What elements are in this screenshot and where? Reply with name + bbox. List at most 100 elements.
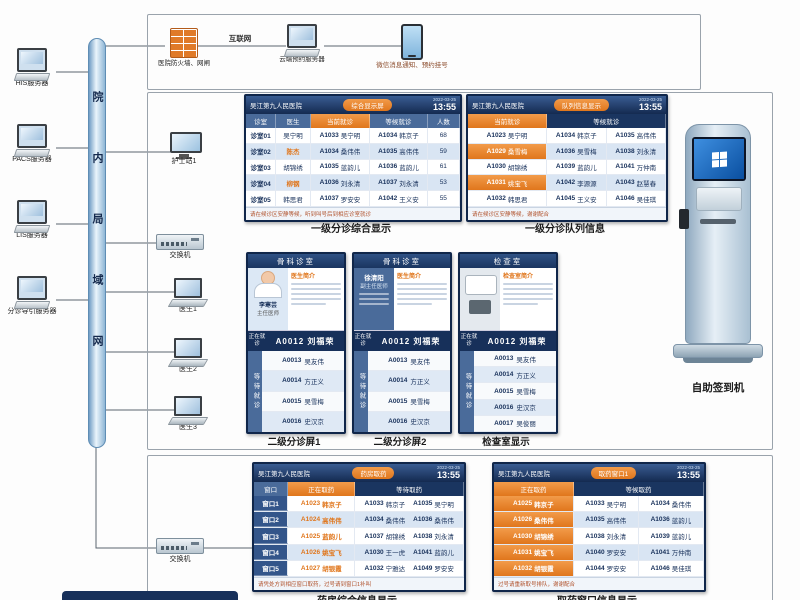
desktop-computer-icon (13, 200, 51, 233)
hospital-firewall: 医院防火墙、网闸 (150, 28, 218, 68)
room-title: 检查室 (460, 254, 556, 268)
pharmacy-zone-frame (147, 455, 773, 600)
cutoff-screen-header (62, 591, 238, 600)
cloud-booking-server: 云端预约服务器 (262, 24, 342, 64)
firewall-label: 医院防火墙、网闸 (158, 60, 210, 67)
room-title: 骨科诊室 (248, 254, 344, 268)
now-serving-bar: 正在就诊 A0012 刘福荣 (460, 331, 556, 351)
lan-label: 院内局域网 (91, 90, 103, 396)
monitor-icon (170, 132, 202, 159)
table-header: 窗口 正在取药 等待取药 (254, 482, 464, 496)
kiosk-body (679, 124, 751, 344)
exam-info-panel: 检查室简介 (460, 268, 556, 331)
nurse-station-1: 护士站1 (156, 132, 212, 167)
queue-display-caption: 一级分诊队列信息 (525, 224, 605, 235)
cloud-server-label: 云端预约服务器 (279, 56, 325, 63)
doctor-1-laptop: 医生1 (160, 278, 216, 315)
pharmacy-window-caption: 取药窗口信息显示 (492, 592, 702, 600)
kiosk-caption: 自助签到机 (691, 382, 745, 394)
table-header: 当前就诊 等候就诊 (468, 114, 666, 128)
external-zone-frame (147, 14, 701, 90)
pharmacy-main-caption: 药房综合信息显示 (252, 592, 462, 600)
self-checkin-kiosk (668, 124, 768, 363)
doctor-3-label: 医生3 (179, 424, 197, 431)
screen-badge: 取药窗口1 (590, 467, 637, 479)
screen-badge: 综合显示屏 (343, 99, 392, 111)
switch-top: 交换机 (152, 234, 208, 261)
exam-intro: 检查室简介 (500, 268, 556, 330)
wechat-label: 微信消息通知、预约挂号 (376, 62, 448, 69)
switch-top-label: 交换机 (169, 252, 191, 259)
scrolling-notice: 请在候诊区安静等候，谢谢配合 (468, 206, 666, 220)
kiosk-screen (692, 137, 746, 181)
doctor-2-label: 医生2 (179, 366, 197, 373)
scrolling-notice: 请凭处方到相应窗口取药，过号请到窗口1补叫 (254, 577, 464, 590)
his-server: HIS服务器 (4, 48, 60, 89)
doctor-1-label: 医生1 (179, 306, 197, 313)
kiosk-base (673, 344, 763, 358)
switch-bottom: 交换机 (152, 538, 208, 565)
room-title: 骨科诊室 (354, 254, 450, 268)
lis-server-label: LIS服务器 (16, 232, 48, 239)
doctor-intro: 医生简介 (394, 268, 450, 330)
main-display-caption: 一级分诊综合显示 (311, 224, 391, 235)
pacs-server-label: PACS服务器 (12, 156, 52, 163)
firewall-icon (170, 28, 198, 58)
exam-screen-caption: 检查室显示 (482, 437, 530, 448)
pacs-server: PACS服务器 (4, 124, 60, 165)
now-serving-bar: 正在就诊 A0012 刘福荣 (354, 331, 450, 351)
doctor-info-panel: 徐清阳 副主任医师 医生简介 (354, 268, 450, 331)
sub-triage-screen-1: 骨科诊室 李寒芸 主任医师 医生简介 正在就诊 A0012 刘福荣 等待就诊 A… (246, 252, 346, 434)
laptop-icon (167, 338, 209, 367)
nurse-station-label: 护士站1 (171, 158, 197, 165)
sub-screen-2-caption: 二级分诊屏2 (373, 437, 427, 448)
kiosk-keypad (696, 187, 742, 211)
screen-badge: 队列信息显示 (553, 99, 609, 111)
kiosk-card-slot (700, 219, 736, 224)
kiosk-printer (679, 209, 689, 229)
smartphone-icon (401, 24, 423, 60)
screen-badge: 药房取药 (352, 467, 395, 479)
wechat-phone: 微信消息通知、预约挂号 (376, 24, 448, 70)
